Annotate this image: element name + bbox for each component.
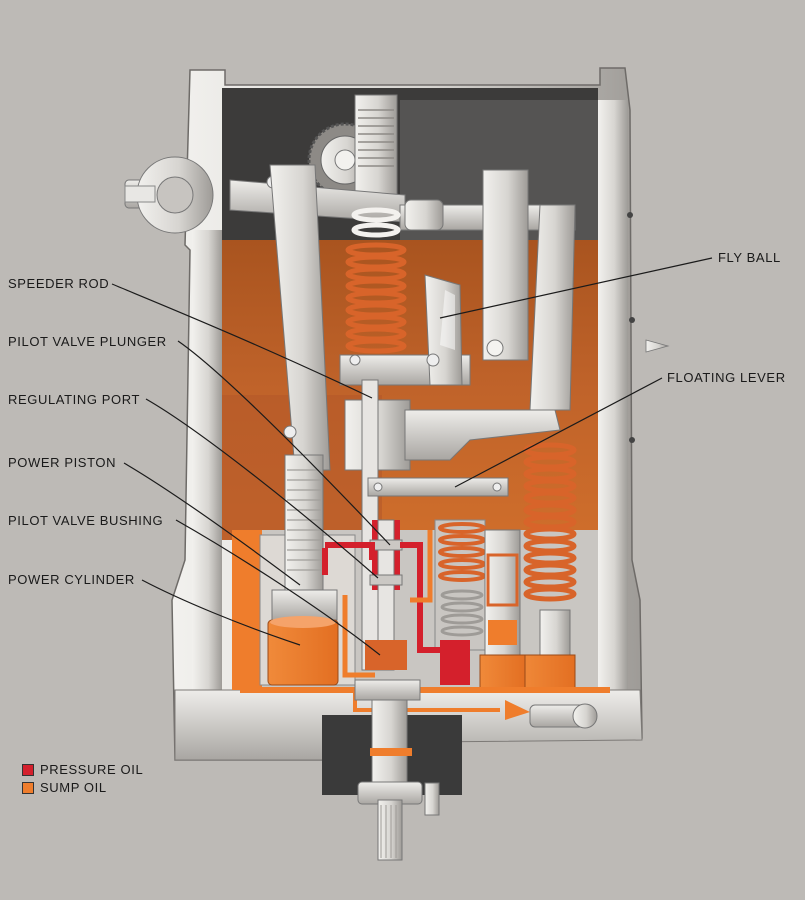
legend-label-pressure-oil: PRESSURE OIL <box>40 762 144 777</box>
legend-label-sump-oil: SUMP OIL <box>40 780 107 795</box>
leader-regulating-port <box>145 398 379 579</box>
drive-shaft <box>322 679 462 861</box>
needle-valve <box>505 700 598 729</box>
receiving-piston <box>479 529 526 691</box>
label-power-cylinder: POWER CYLINDER <box>8 572 135 587</box>
label-fly-ball: FLY BALL <box>718 250 781 265</box>
legend-item-pressure-oil: PRESSURE OIL <box>22 762 143 777</box>
leader-power-cylinder <box>141 579 301 646</box>
leader-fly-ball <box>439 257 713 319</box>
legend-swatch-pressure-oil <box>22 763 34 776</box>
legend-swatch-sump-oil <box>22 781 34 794</box>
buffer-spring-center <box>434 519 486 685</box>
drive-gear <box>307 94 398 206</box>
label-speeder-rod: SPEEDER ROD <box>8 276 110 291</box>
label-floating-lever: FLOATING LEVER <box>667 370 786 385</box>
leader-speeder-rod <box>111 283 373 399</box>
speeder-spring <box>345 207 407 354</box>
leader-pilot-valve-bushing <box>175 519 381 656</box>
leader-power-piston <box>123 462 301 586</box>
leader-pilot-valve-plunger <box>177 340 391 546</box>
oil-passages <box>240 530 610 712</box>
label-pilot-valve-plunger: PILOT VALVE PLUNGER <box>8 334 167 349</box>
leader-lines <box>111 257 713 656</box>
buffer-spring-right <box>523 442 577 602</box>
left-link-rod <box>269 164 331 471</box>
label-pilot-valve-bushing: PILOT VALVE BUSHING <box>8 513 164 528</box>
label-power-piston: POWER PISTON <box>8 455 117 470</box>
terminal-shaft <box>124 156 214 234</box>
ballhead <box>339 274 471 386</box>
legend-item-sump-oil: SUMP OIL <box>22 780 107 795</box>
floating-lever-part <box>367 477 509 497</box>
label-regulating-port: REGULATING PORT <box>8 392 141 407</box>
compensating-piston <box>519 609 576 691</box>
leader-floating-lever <box>454 377 663 488</box>
right-link-arm <box>482 169 576 411</box>
